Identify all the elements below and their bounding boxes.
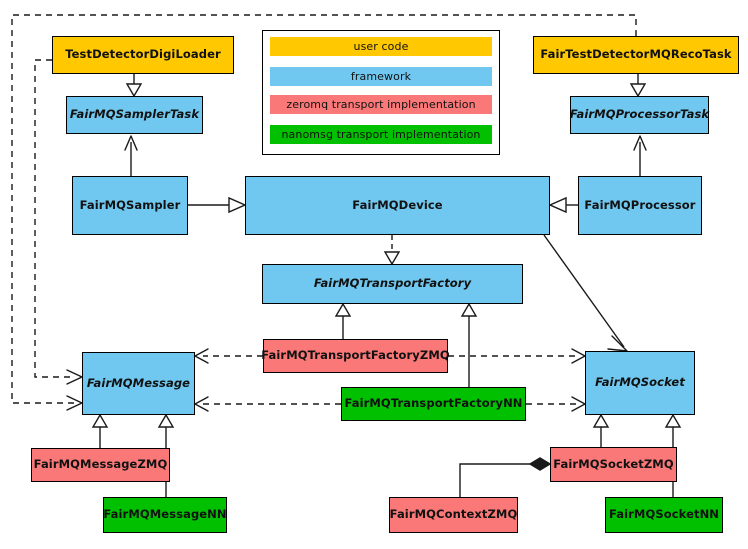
hollow-triangle-processortask: [629, 83, 647, 98]
class-label: FairTestDetectorMQRecoTask: [540, 47, 732, 62]
edge-device-socket: [543, 234, 625, 348]
class-label: FairMQMessageZMQ: [33, 457, 168, 472]
open-arrow-samplertask: [124, 135, 138, 151]
legend-item-zeromq: zeromq transport implementation: [270, 95, 492, 114]
open-arrow-processortask: [633, 135, 647, 151]
class-node-fairmqsamplertask[interactable]: FairMQSamplerTask: [66, 96, 203, 134]
class-node-fairmqtransportfactory[interactable]: FairMQTransportFactory: [262, 264, 523, 304]
class-node-fairmqtransportfactorynn[interactable]: FairMQTransportFactoryNN: [341, 387, 526, 421]
class-label: FairMQTransportFactoryNN: [344, 396, 523, 411]
class-label: FairMQSamplerTask: [69, 107, 200, 122]
class-node-fairmqsocketzmq[interactable]: FairMQSocketZMQ: [550, 447, 677, 482]
class-node-testdetectordigiloader[interactable]: TestDetectorDigiLoader: [52, 36, 234, 74]
class-label: FairMQMessageNN: [103, 507, 227, 522]
class-label: FairMQDevice: [352, 197, 443, 212]
class-node-fairmqsampler[interactable]: FairMQSampler: [72, 176, 188, 235]
legend-label-user-code: user code: [353, 40, 409, 53]
class-node-fairmqmessagezmq[interactable]: FairMQMessageZMQ: [31, 448, 170, 482]
legend-item-framework: framework: [270, 67, 492, 86]
legend-label-framework: framework: [350, 70, 412, 83]
class-node-fairmqmessage[interactable]: FairMQMessage: [82, 352, 195, 415]
hollow-triangle-message-right: [157, 413, 175, 428]
hollow-triangle-tf-left: [334, 302, 352, 317]
class-label: TestDetectorDigiLoader: [65, 47, 221, 62]
class-node-fairmqsocket[interactable]: FairMQSocket: [585, 351, 695, 415]
legend-label-nanomsg: nanomsg transport implementation: [281, 128, 481, 141]
edge-socketzmq-contextzmq: [459, 463, 531, 497]
edge-digiloader-message: [34, 59, 74, 378]
open-arrow-message-top-right: [194, 348, 209, 364]
class-node-fairmqcontextzmq[interactable]: FairMQContextZMQ: [389, 497, 518, 533]
legend-item-user-code: user code: [270, 37, 492, 56]
hollow-triangle-device-left: [228, 196, 247, 214]
class-node-fairmqdevice[interactable]: FairMQDevice: [245, 176, 550, 235]
hollow-triangle-device-right: [548, 196, 567, 214]
class-node-fairmqmessagenn[interactable]: FairMQMessageNN: [103, 497, 227, 533]
class-label: FairMQProcessorTask: [569, 107, 710, 122]
class-label: FairMQMessage: [86, 375, 191, 390]
class-label: FairMQSocketNN: [608, 507, 720, 522]
open-arrow-message-bottom-right: [194, 396, 209, 412]
hollow-triangle-socket-left: [592, 413, 610, 428]
class-label: FairMQProcessor: [584, 197, 696, 212]
hollow-triangle-message-left: [91, 413, 109, 428]
class-node-fairtestdetectormqrecotask[interactable]: FairTestDetectorMQRecoTask: [533, 36, 739, 74]
legend-label-zeromq: zeromq transport implementation: [286, 98, 476, 111]
class-label: FairMQTransportFactory: [313, 276, 472, 291]
hollow-triangle-samplertask: [125, 83, 143, 98]
class-label: FairMQSocket: [595, 375, 685, 390]
hollow-triangle-socket-right: [664, 413, 682, 428]
class-node-fairmqprocessor[interactable]: FairMQProcessor: [578, 176, 702, 235]
class-label: FairMQContextZMQ: [389, 507, 518, 522]
legend-item-nanomsg: nanomsg transport implementation: [270, 125, 492, 144]
class-label: FairMQSocketZMQ: [553, 456, 674, 471]
filled-diamond-socketzmq: [528, 457, 552, 471]
class-node-fairmqtransportfactoryzmq[interactable]: FairMQTransportFactoryZMQ: [261, 339, 450, 373]
class-label: FairMQTransportFactoryZMQ: [261, 348, 450, 363]
edge-recotask-message: [11, 14, 637, 404]
hollow-triangle-tf-right: [460, 302, 478, 317]
class-label: FairMQSampler: [79, 197, 181, 212]
class-node-fairmqprocessortask[interactable]: FairMQProcessorTask: [570, 96, 709, 134]
hollow-triangle-transportfactory: [383, 251, 401, 266]
class-node-fairmqsocketnn[interactable]: FairMQSocketNN: [605, 497, 723, 533]
